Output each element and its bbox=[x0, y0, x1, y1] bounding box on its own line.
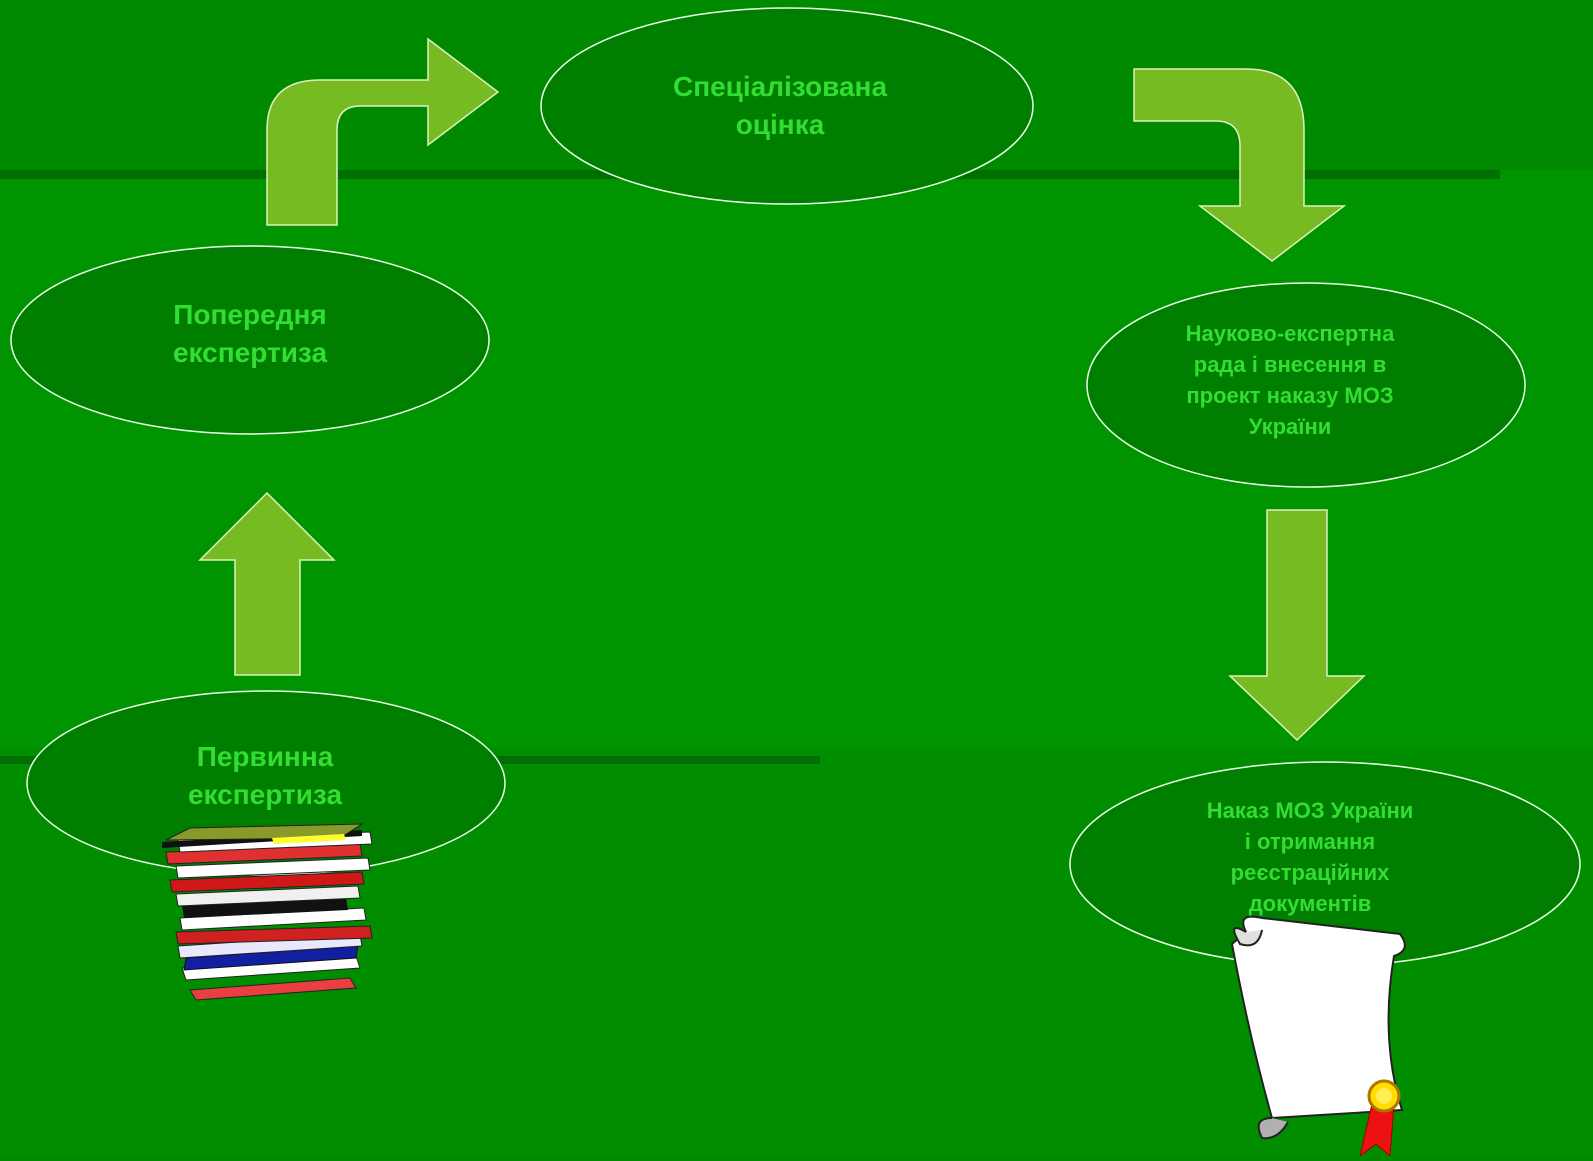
label-primary-expertise: Первинна експертиза bbox=[187, 741, 343, 810]
label-specialized-evaluation: Спеціалізована оцінка bbox=[672, 71, 888, 140]
node-council bbox=[1086, 282, 1526, 488]
stack-of-books-icon bbox=[162, 823, 373, 1001]
label-preliminary-expertise: Попередня експертиза bbox=[172, 299, 328, 368]
label-council: Науково-експертна рада і внесення в прое… bbox=[1185, 321, 1395, 439]
arrow-up-to-preliminary bbox=[198, 491, 336, 676]
arrow-curved-to-specialized bbox=[266, 37, 500, 226]
node-preliminary-expertise bbox=[10, 245, 490, 435]
node-primary-expertise bbox=[26, 690, 506, 876]
label-order: Наказ МОЗ України і отримання реєстрацій… bbox=[1206, 798, 1414, 916]
certificate-scroll-icon bbox=[1230, 915, 1406, 1158]
arrow-down-to-order bbox=[1228, 509, 1366, 742]
node-specialized-evaluation bbox=[540, 7, 1034, 205]
arrow-curved-to-council bbox=[1133, 68, 1347, 262]
